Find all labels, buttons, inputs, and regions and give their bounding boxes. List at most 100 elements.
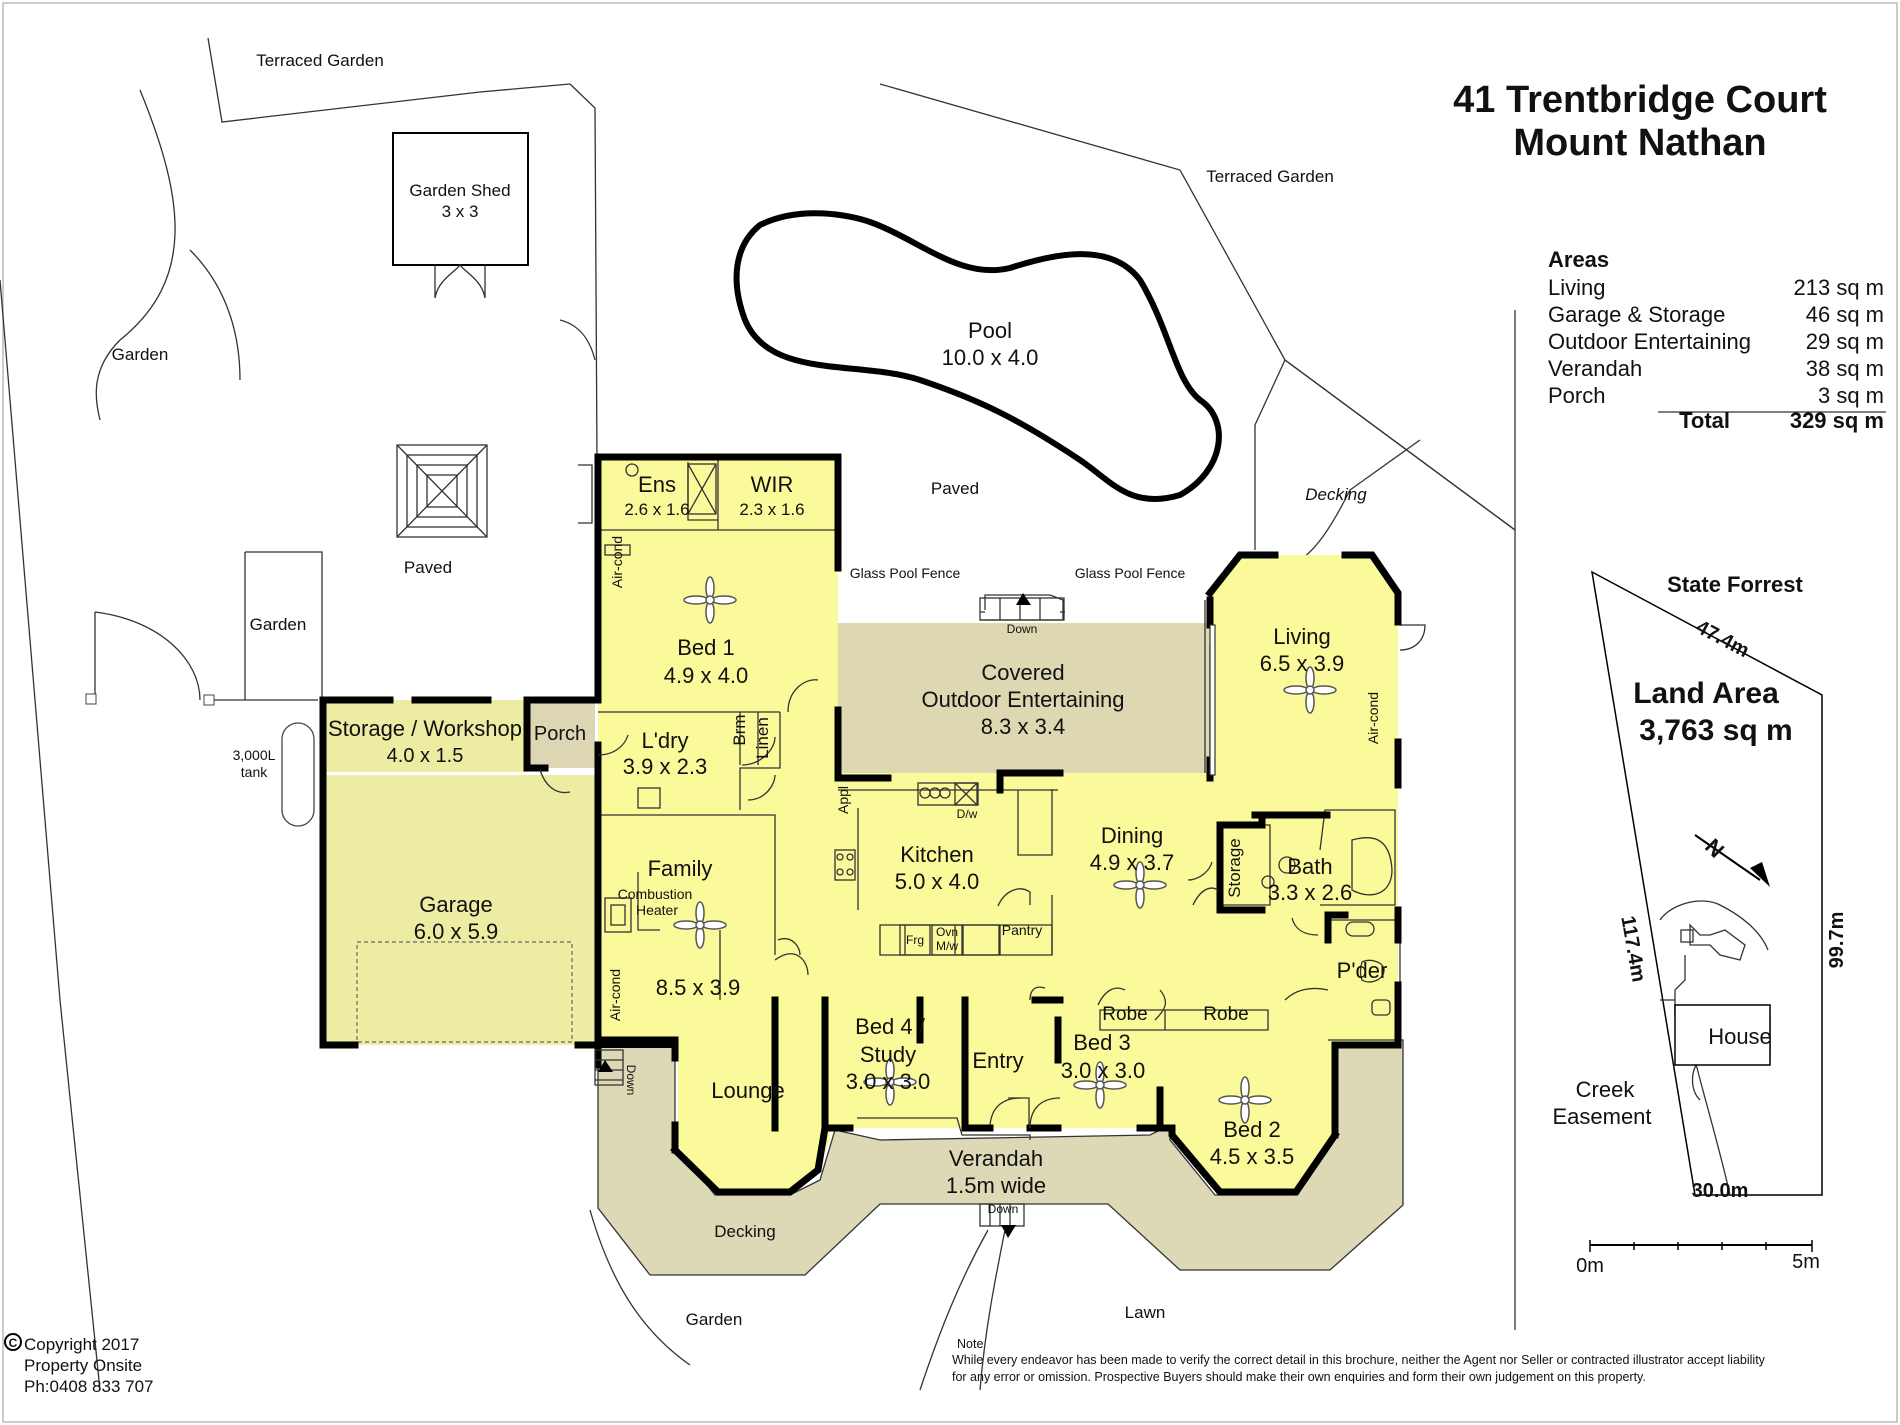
area-value-outdoor: 29 sq m <box>1806 329 1884 354</box>
bath-dim: 3.3 x 2.6 <box>1268 880 1352 905</box>
creek-label-1: Creek <box>1576 1077 1636 1102</box>
north-arrow-line <box>1694 834 1761 881</box>
scale-start: 0m <box>1576 1255 1604 1277</box>
land-area-label: Land Area <box>1633 677 1779 710</box>
shed-doors <box>434 263 486 299</box>
walls <box>319 453 1402 1196</box>
note-heading: Note <box>957 1337 983 1351</box>
lawn-label: Lawn <box>1125 1303 1166 1322</box>
post <box>203 694 215 706</box>
aircond-family: Air-cond <box>607 969 623 1021</box>
covered-label-1: Covered <box>981 660 1064 685</box>
area-label-garage: Garage & Storage <box>1548 302 1725 327</box>
ldry-dim: 3.9 x 2.3 <box>623 754 707 779</box>
kitchen-fixtures <box>604 463 1391 1016</box>
wall-segment <box>598 1040 678 1048</box>
pantry-label: Pantry <box>1002 922 1042 938</box>
paved-label-pool: Paved <box>931 479 979 498</box>
bed2-dim: 4.5 x 3.5 <box>1210 1144 1294 1169</box>
covered-outdoor-area <box>838 623 1210 773</box>
fridge-label: Frg <box>906 933 924 947</box>
bed3-dim: 3.0 x 3.0 <box>1061 1058 1145 1083</box>
garage-label: Garage <box>419 892 492 917</box>
bath-label: Bath <box>1287 854 1332 879</box>
down-arrow <box>598 1060 613 1072</box>
paved-label-left: Paved <box>404 558 452 577</box>
area-value-living: 213 sq m <box>1794 275 1885 300</box>
garden-label-left: Garden <box>112 345 169 364</box>
garden-label-bottom: Garden <box>686 1310 743 1329</box>
ens-dim: 2.6 x 1.6 <box>624 500 689 519</box>
bed4-label-1: Bed 4 / <box>855 1014 926 1039</box>
garden-shed-dim: 3 x 3 <box>442 202 479 221</box>
garage-car-space <box>356 941 573 1043</box>
ldry-label: L'dry <box>642 728 689 753</box>
garage-area <box>323 775 595 1045</box>
garage-dim: 6.0 x 5.9 <box>414 919 498 944</box>
dim-bottom: 30.0m <box>1692 1180 1749 1202</box>
tank-label-2: tank <box>241 764 268 780</box>
bed1-label: Bed 1 <box>677 635 735 660</box>
area-label-porch: Porch <box>1548 383 1605 408</box>
bed4-label-2: Study <box>860 1042 916 1067</box>
garden-shed-label: Garden Shed <box>409 181 510 200</box>
wir-dim: 2.3 x 1.6 <box>739 500 804 519</box>
family-label: Family <box>648 856 713 881</box>
down-label-family: Down <box>624 1065 638 1096</box>
dim-left: 117.4m <box>1616 914 1649 984</box>
pool-dim: 10.0 x 4.0 <box>942 345 1039 370</box>
copyright-line3: Ph:0408 833 707 <box>24 1377 154 1396</box>
copyright-symbol: C <box>9 1336 18 1350</box>
area-label-verandah: Verandah <box>1548 356 1642 381</box>
ens-label: Ens <box>638 472 676 497</box>
house-interior <box>598 457 1398 1192</box>
copyright-line2: Property Onsite <box>24 1356 142 1375</box>
pder-label: P'der <box>1337 958 1388 983</box>
linen-label: Linen <box>753 717 772 759</box>
storage-area <box>323 700 527 772</box>
wir-label: WIR <box>751 472 794 497</box>
oven-label: Ovn <box>936 925 958 939</box>
covered-dim: 8.3 x 3.4 <box>981 714 1065 739</box>
entry-label: Entry <box>972 1048 1023 1073</box>
dining-dim: 4.9 x 3.7 <box>1090 850 1174 875</box>
scale-end: 5m <box>1792 1251 1820 1273</box>
area-value-verandah: 38 sq m <box>1806 356 1884 381</box>
note-line2: for any error or omission. Prospective B… <box>952 1370 1646 1384</box>
dw-label: D/w <box>957 807 978 821</box>
decking-label-bottom: Decking <box>714 1222 775 1241</box>
title-line1: 41 Trentbridge Court <box>1453 79 1827 121</box>
north-arrow-head <box>1750 862 1770 887</box>
door-swings <box>539 464 1329 1129</box>
dining-label: Dining <box>1101 823 1163 848</box>
verandah-dim: 1.5m wide <box>946 1173 1046 1198</box>
area-total-value: 329 sq m <box>1790 408 1884 433</box>
down-label-pool: Down <box>1007 622 1038 636</box>
pool-outline <box>733 210 1222 503</box>
garden-label-mid: Garden <box>250 615 307 634</box>
terraced-garden-right: Terraced Garden <box>1206 167 1334 186</box>
ceiling-fans <box>673 576 1337 1124</box>
robe-label-2: Robe <box>1203 1004 1248 1025</box>
appl-label: Appl <box>835 786 851 814</box>
robe-label-1: Robe <box>1102 1004 1147 1025</box>
terraced-garden-left: Terraced Garden <box>256 51 384 70</box>
scale-bar <box>1589 1240 1813 1252</box>
down-arrow <box>1016 593 1031 605</box>
lounge-label: Lounge <box>711 1078 784 1103</box>
site-house-label: House <box>1708 1024 1772 1049</box>
post <box>85 693 97 705</box>
living-label: Living <box>1273 624 1330 649</box>
storage-vertical-label: Storage <box>1225 838 1244 898</box>
covered-label-2: Outdoor Entertaining <box>921 687 1124 712</box>
family-dim: 8.5 x 3.9 <box>656 975 740 1000</box>
area-value-garage: 46 sq m <box>1806 302 1884 327</box>
combustion-label-2: Heater <box>636 902 678 918</box>
site-lines <box>0 37 1516 1391</box>
aircond-living: Air-cond <box>1365 692 1381 744</box>
areas-heading: Areas <box>1548 247 1609 272</box>
glass-pool-fence-left: Glass Pool Fence <box>850 565 961 581</box>
copyright-icon <box>4 1333 22 1351</box>
